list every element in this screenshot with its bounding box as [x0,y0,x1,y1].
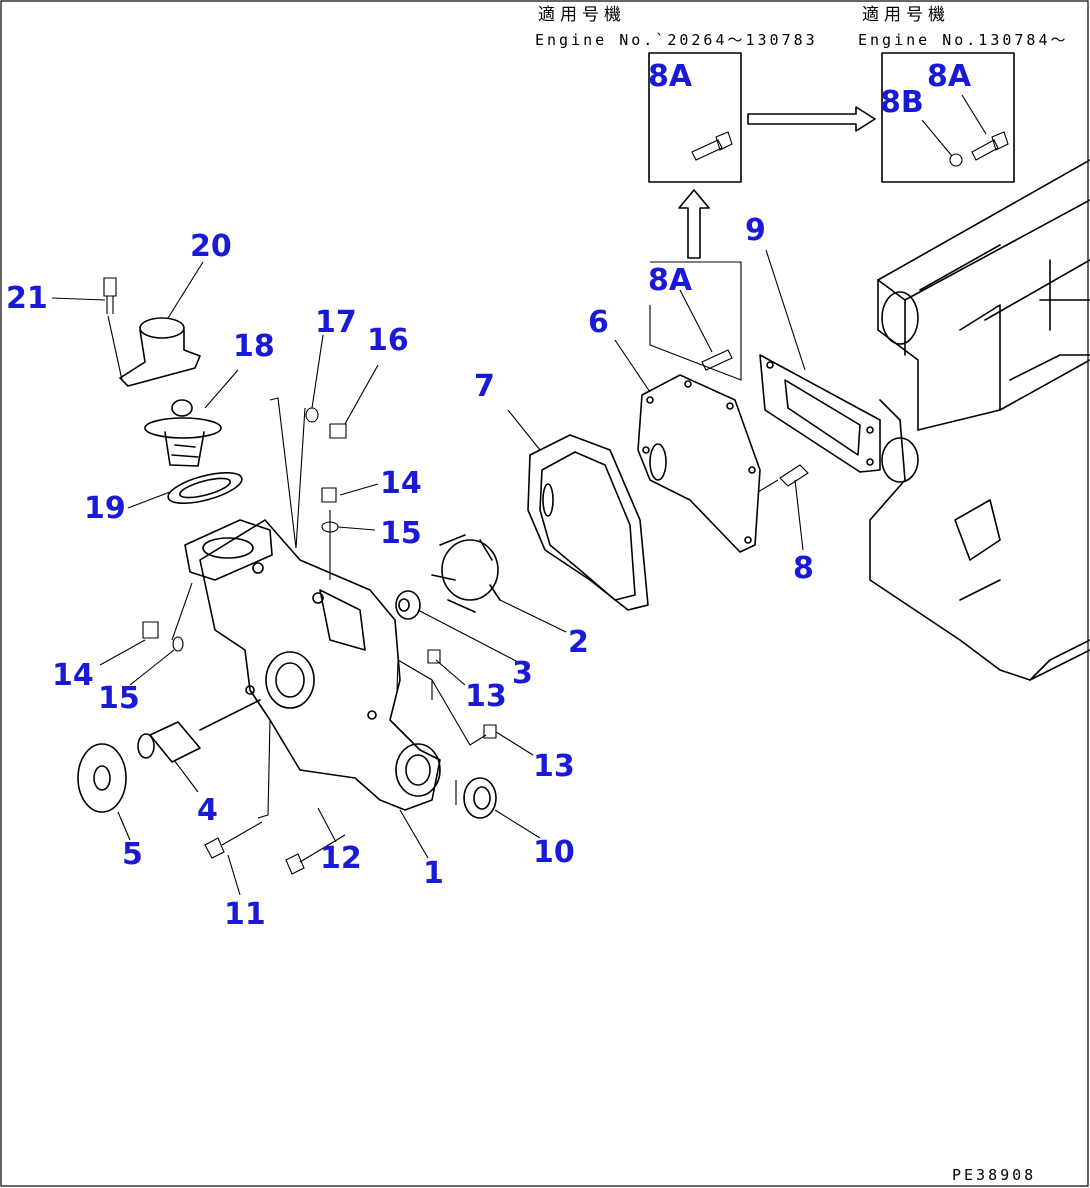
washer-15-left [172,636,184,652]
callout-16: 16 [367,323,409,358]
bolt-12 [285,834,346,875]
variant-box-old [648,52,742,183]
callout-6: 6 [588,305,609,340]
variant-box-new [881,52,1015,183]
callout-4: 4 [197,793,218,828]
gasket-7 [527,434,649,611]
drawing-code: PE38908 [952,1166,1036,1184]
pump-body-1 [184,519,441,811]
callout-21: 21 [6,281,48,316]
upward-arrow [678,189,710,259]
callout-14-upper: 14 [380,466,422,501]
thermostat-housing-20 [119,317,201,387]
plug-13-lower [483,724,497,739]
callout-8a: 8A [648,263,693,298]
callout-8b-new: 8B [880,85,924,120]
callout-18: 18 [233,329,275,364]
callout-11: 11 [224,897,266,932]
callout-9: 9 [745,213,766,248]
callout-13-lower: 13 [533,749,575,784]
gasket-19 [167,471,243,505]
serial-change-arrow [747,106,876,132]
bolt-21 [103,277,117,314]
callout-10: 10 [533,835,575,870]
bracket-8a [649,261,742,381]
impeller-2 [431,534,501,613]
gasket-9 [759,354,881,473]
applicable-label-left: 適用号機 [538,5,626,25]
leader-lines [51,249,806,896]
callout-17: 17 [315,305,357,340]
flange-5 [77,743,127,813]
engine-range-left: Engine No.`20264～130783 [535,31,818,49]
callout-8: 8 [793,551,814,586]
engine-range-right: Engine No.130784～ [858,31,1069,49]
callout-3: 3 [512,656,533,691]
callout-20: 20 [190,229,232,264]
callout-13-upper: 13 [465,679,507,714]
cover-6 [637,374,761,553]
callout-15-left: 15 [98,681,140,716]
callout-8a-new: 8A [927,59,972,94]
bolt-14-left [142,621,159,639]
plug-13-upper [427,649,441,664]
engine-block [869,159,1090,681]
callout-2: 2 [568,625,589,660]
applicable-label-right: 適用号機 [862,5,950,25]
bolt-8 [757,464,809,493]
bolt-8a [701,349,733,371]
callout-12: 12 [320,841,362,876]
seal-3 [395,590,421,620]
seal-10 [463,777,497,819]
callout-5: 5 [122,837,143,872]
bolt-11 [204,821,263,859]
callout-15-upper: 15 [380,516,422,551]
plug-16 [329,423,347,439]
callout-19: 19 [84,491,126,526]
callout-8a-old: 8A [648,59,693,94]
washer-17 [305,407,319,423]
thermostat-18 [144,399,222,467]
callout-7: 7 [474,369,495,404]
bolt-14-upper [321,487,337,503]
callout-1: 1 [423,856,444,891]
callout-14-left: 14 [52,658,94,693]
bearing-4 [137,699,261,763]
assembly-lines [171,397,487,819]
